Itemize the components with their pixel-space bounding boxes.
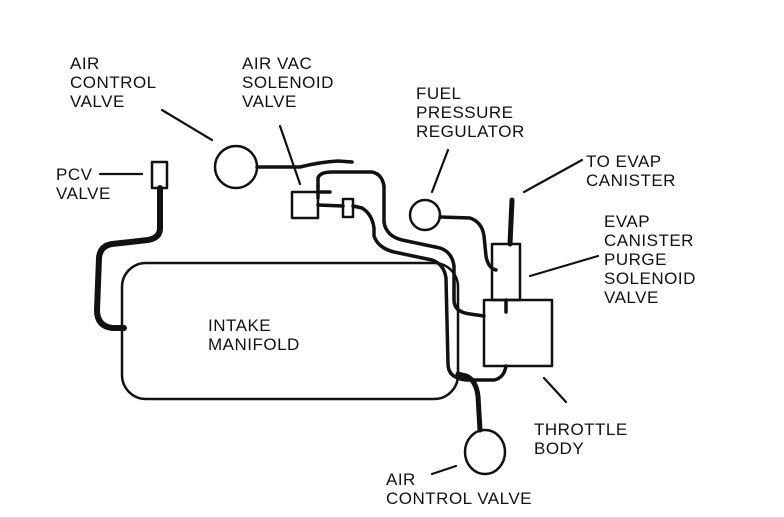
label-line: BODY	[534, 439, 585, 458]
air-control-hose-top	[255, 159, 354, 169]
label-line: PURGE	[604, 250, 667, 269]
leader-to-evap-canister	[522, 158, 584, 194]
label-line: VALVE	[70, 92, 125, 111]
label-air-control-valve-top: AIR CONTROL VALVE	[70, 54, 157, 111]
pcv-hose	[94, 185, 163, 331]
label-line: AIR	[386, 470, 416, 489]
air-control-valve-bottom-shape	[463, 428, 507, 476]
pcv-valve-shape	[150, 160, 169, 190]
label-air-control-valve-bottom: AIR CONTROL VALVE	[386, 470, 532, 508]
air-vac-solenoid-shape	[290, 190, 320, 220]
label-line: CANISTER	[586, 171, 676, 190]
label-line: VALVE	[242, 92, 297, 111]
label-air-vac-solenoid-valve: AIR VAC SOLENOID VALVE	[242, 54, 334, 111]
solenoid-hose-d	[316, 184, 332, 200]
label-line: REGULATOR	[416, 122, 525, 141]
leader-fuel-pressure-regulator	[430, 148, 450, 194]
evap-purge-solenoid-shape	[490, 242, 522, 302]
label-line: FUEL	[416, 84, 462, 103]
label-evap-canister-purge-solenoid-valve: EVAP CANISTER PURGE SOLENOID VALVE	[604, 212, 696, 307]
label-line: MANIFOLD	[208, 335, 300, 354]
air-control-valve-top-shape	[213, 144, 259, 190]
throttle-body-shape	[482, 298, 554, 368]
label-line: THROTTLE	[534, 420, 628, 439]
evap-canister-hose	[507, 197, 515, 247]
leader-air-control-bottom	[430, 464, 458, 476]
label-throttle-body: THROTTLE BODY	[534, 420, 628, 458]
label-line: SOLENOID	[242, 73, 334, 92]
leader-evap-purge-solenoid	[528, 254, 600, 278]
bottom-air-control-hose	[455, 371, 483, 433]
label-line: AIR VAC	[242, 54, 313, 73]
label-to-evap-canister: TO EVAP CANISTER	[586, 152, 676, 190]
label-fuel-pressure-regulator: FUEL PRESSURE REGULATOR	[416, 84, 525, 141]
label-line: CANISTER	[604, 231, 694, 250]
label-line: PRESSURE	[416, 103, 514, 122]
label-line: TO EVAP	[586, 152, 662, 171]
label-line: PCV	[56, 165, 93, 184]
solenoid-hose-a	[316, 170, 486, 318]
label-line: AIR	[70, 54, 100, 73]
label-line: CONTROL VALVE	[386, 489, 532, 508]
label-line: EVAP	[604, 212, 651, 231]
leader-air-vac-solenoid	[278, 124, 302, 186]
leader-throttle-body	[542, 376, 568, 404]
fuel-regulator-hose	[438, 215, 498, 272]
label-pcv-valve: PCV VALVE	[56, 165, 111, 203]
label-line: INTAKE	[208, 316, 272, 335]
label-intake-manifold: INTAKE MANIFOLD	[208, 316, 300, 354]
label-line: CONTROL	[70, 73, 157, 92]
hose-fitting-shape	[341, 197, 355, 219]
fuel-pressure-regulator-shape	[408, 198, 442, 232]
solenoid-hose-c	[351, 204, 508, 382]
label-line: VALVE	[56, 184, 111, 203]
label-line: SOLENOID	[604, 269, 696, 288]
label-line: VALVE	[604, 288, 659, 307]
leader-air-control-top	[160, 108, 214, 142]
solenoid-hose-b	[316, 203, 345, 208]
